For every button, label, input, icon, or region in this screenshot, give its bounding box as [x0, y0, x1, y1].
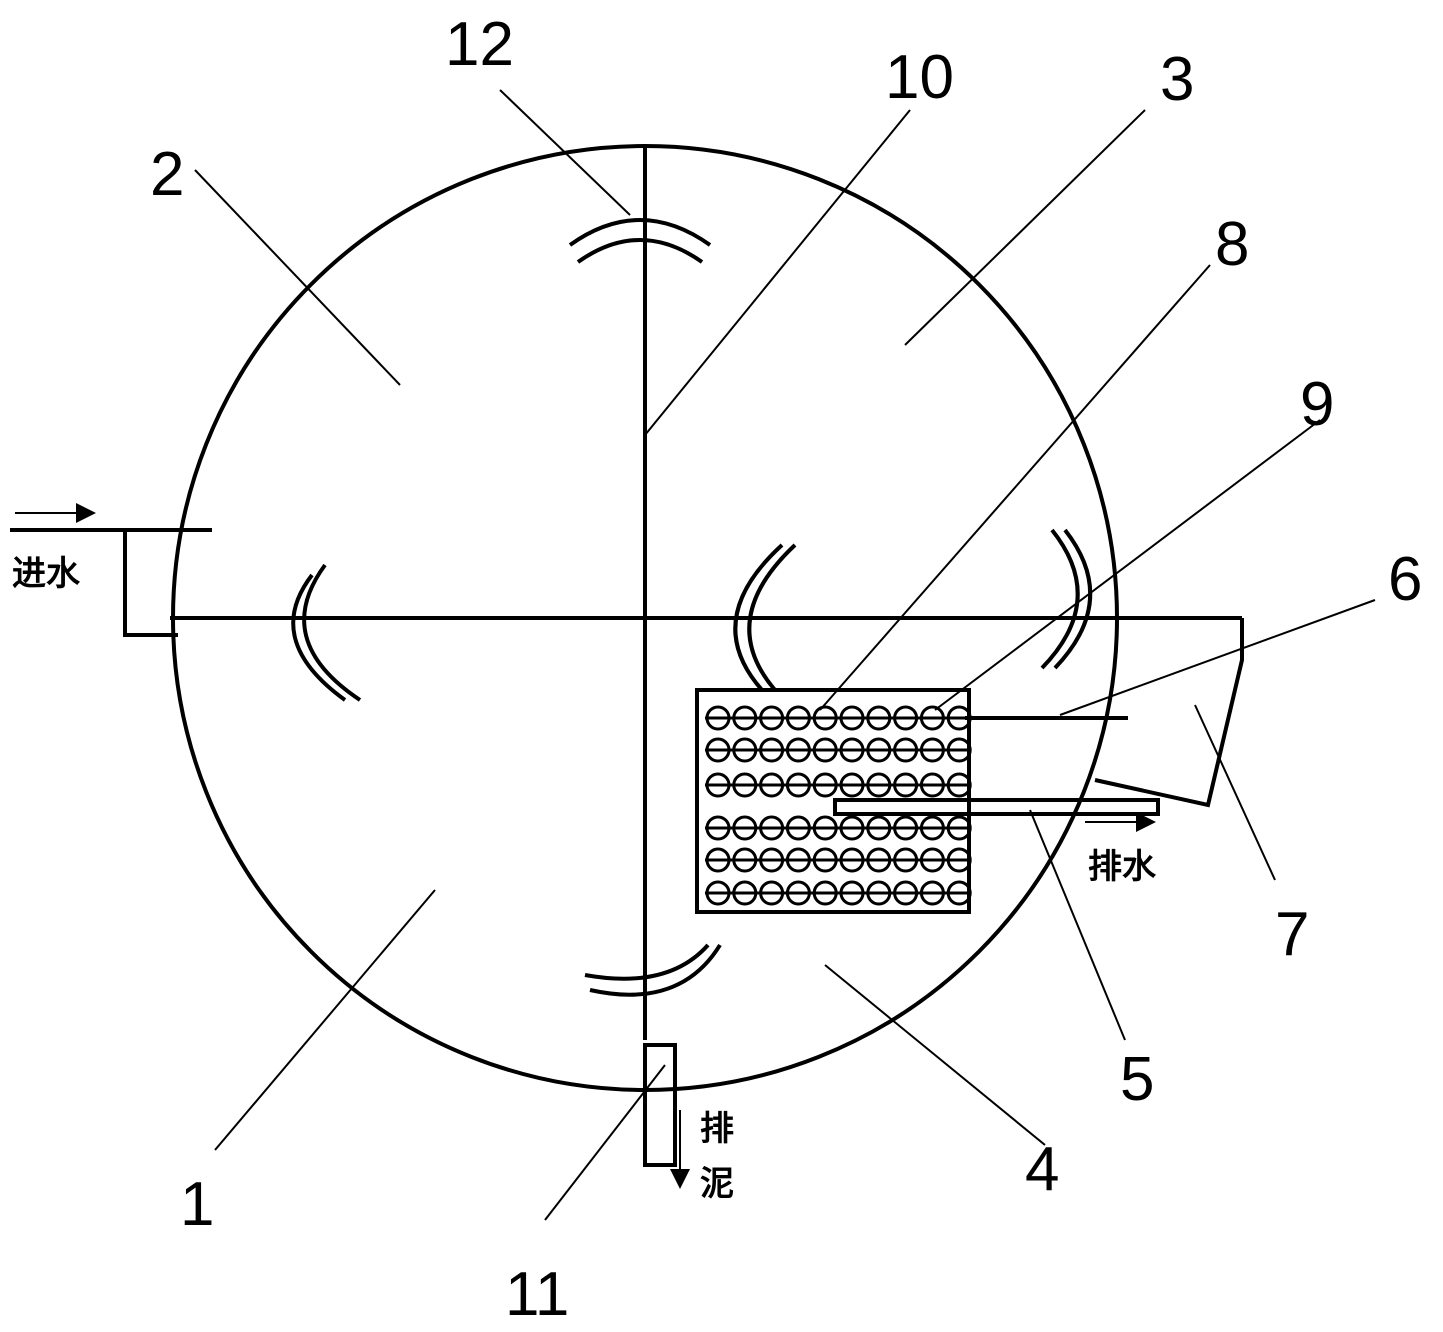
drain-pipe: [833, 798, 1160, 816]
leader-lines: [194, 89, 1376, 1221]
fiber-bead: [893, 705, 919, 731]
fiber-bead: [839, 847, 865, 873]
fiber-bead: [866, 737, 892, 763]
fiber-bead: [785, 847, 811, 873]
fiber-bead: [946, 815, 972, 841]
fiber-bead: [893, 772, 919, 798]
fiber-bead: [812, 880, 838, 906]
fiber-bead: [866, 705, 892, 731]
fiber-bead: [732, 815, 758, 841]
callout-12: 12: [445, 10, 514, 79]
fiber-bead: [759, 815, 785, 841]
fiber-bead: [919, 815, 945, 841]
callout-5: 5: [1120, 1045, 1154, 1114]
fiber-bead: [732, 847, 758, 873]
flow-arc-left-icon: [291, 563, 362, 702]
callout-10: 10: [885, 43, 954, 112]
drain-water-label: 排水: [1088, 847, 1157, 887]
fiber-bead: [785, 772, 811, 798]
fiber-bead: [759, 772, 785, 798]
fiber-bead: [866, 772, 892, 798]
fiber-bead: [705, 847, 731, 873]
fiber-bead: [785, 815, 811, 841]
callout-4: 4: [1025, 1135, 1059, 1204]
fiber-bead: [893, 847, 919, 873]
fiber-bead: [839, 705, 865, 731]
drain-sludge-label-2: 泥: [700, 1164, 734, 1204]
callout-9: 9: [1300, 370, 1334, 439]
callout-1: 1: [180, 1170, 214, 1239]
callout-2: 2: [150, 140, 184, 209]
fiber-bead: [732, 705, 758, 731]
fiber-bead: [759, 880, 785, 906]
inlet-pipe: [10, 503, 212, 637]
fiber-bead: [919, 847, 945, 873]
fiber-bead: [812, 737, 838, 763]
fiber-bead: [919, 880, 945, 906]
fiber-bead: [812, 815, 838, 841]
fiber-bead: [919, 772, 945, 798]
fiber-bead: [732, 737, 758, 763]
inlet-label: 进水: [12, 554, 81, 594]
fiber-bead: [785, 705, 811, 731]
fiber-bead: [759, 705, 785, 731]
fiber-bead: [839, 772, 865, 798]
flow-arc-right-icon: [1040, 528, 1093, 670]
fiber-bead: [812, 772, 838, 798]
fiber-bead: [812, 847, 838, 873]
fiber-bead: [839, 880, 865, 906]
flow-arc-middle-icon: [733, 543, 797, 692]
fiber-bead: [946, 737, 972, 763]
fiber-bead: [866, 847, 892, 873]
fiber-bead: [866, 815, 892, 841]
fiber-bead: [812, 705, 838, 731]
fiber-bead: [705, 815, 731, 841]
fiber-bead: [946, 772, 972, 798]
fiber-bead: [705, 880, 731, 906]
membrane-fiber-rows: [705, 705, 972, 906]
callout-11: 11: [505, 1260, 569, 1329]
fiber-bead: [785, 880, 811, 906]
fiber-bead: [759, 737, 785, 763]
fiber-bead: [946, 847, 972, 873]
fiber-bead: [732, 772, 758, 798]
flow-arc-bottom-icon: [584, 943, 722, 997]
fiber-bead: [893, 880, 919, 906]
fiber-bead: [893, 737, 919, 763]
fiber-bead: [759, 847, 785, 873]
fiber-bead: [866, 880, 892, 906]
callout-7: 7: [1275, 900, 1309, 969]
callout-8: 8: [1215, 210, 1249, 279]
fiber-bead: [893, 815, 919, 841]
flow-arc-top-icon: [568, 218, 712, 264]
fiber-bead: [919, 737, 945, 763]
sludge-pipe: [643, 1043, 677, 1167]
callout-6: 6: [1388, 545, 1422, 614]
fiber-bead: [946, 880, 972, 906]
outlet-chamber: [1094, 618, 1244, 808]
fiber-bead: [705, 737, 731, 763]
fiber-bead: [705, 772, 731, 798]
fiber-bead: [839, 737, 865, 763]
fiber-bead: [839, 815, 865, 841]
fiber-bead: [919, 705, 945, 731]
drain-sludge-label-1: 排: [700, 1109, 734, 1149]
fiber-bead: [732, 880, 758, 906]
fiber-bead: [705, 705, 731, 731]
fiber-bead: [785, 737, 811, 763]
callout-3: 3: [1160, 45, 1194, 114]
